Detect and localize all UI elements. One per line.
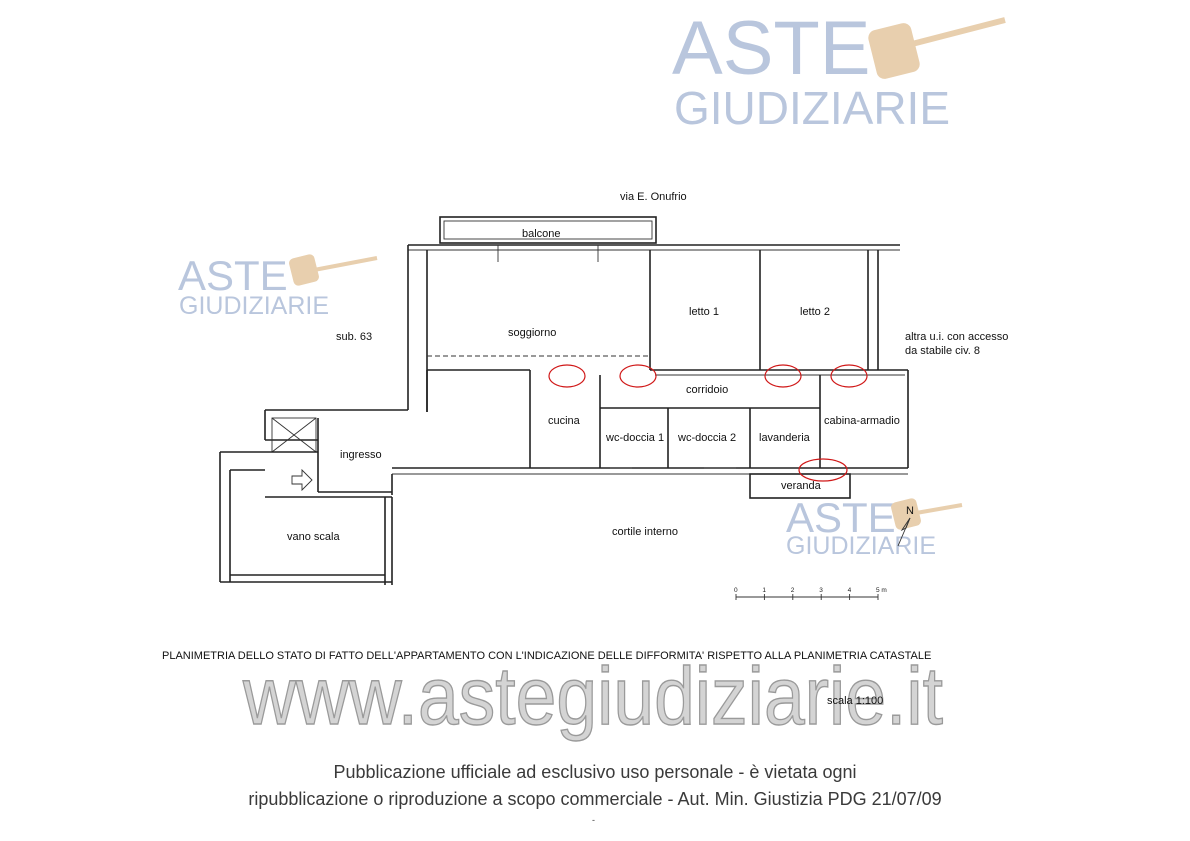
- scale-tick-label: 0: [734, 587, 738, 594]
- footer-line-1: Pubblicazione ufficiale ad esclusivo uso…: [334, 762, 857, 782]
- room-soggiorno: soggiorno: [508, 327, 556, 339]
- room-balcone: balcone: [522, 228, 561, 240]
- difference-markers: [548, 364, 868, 482]
- scale-tick-label: 2: [791, 587, 795, 594]
- plan-caption: PLANIMETRIA DELLO STATO DI FATTO DELL'AP…: [162, 650, 931, 662]
- label-altra-ui-line2: da stabile civ. 8: [905, 345, 980, 357]
- watermark-logo-right: ASTE GIUDIZIARIE: [786, 494, 963, 560]
- watermark-aste-right: ASTE: [786, 494, 896, 541]
- scale-tick-label: 5 m: [876, 587, 887, 594]
- scale-text: scala 1:100: [827, 695, 883, 707]
- room-veranda: veranda: [781, 480, 822, 492]
- watermark-url: www.astegiudiziarie.it: [242, 651, 943, 742]
- scale-tick-label: 4: [848, 587, 852, 594]
- watermark-logo-left: ASTE GIUDIZIARIE: [178, 252, 378, 320]
- difference-marker: [798, 458, 848, 482]
- room-cabina-armadio: cabina-armadio: [824, 415, 900, 427]
- watermark-aste-top: ASTE: [672, 6, 871, 91]
- plan-walls: [219, 216, 909, 585]
- watermark-giudiziarie-right: GIUDIZIARIE: [786, 532, 936, 560]
- north-arrow-icon: N: [897, 505, 914, 547]
- room-letto-1: letto 1: [689, 306, 719, 318]
- room-wc-doccia-2: wc-doccia 2: [677, 432, 736, 444]
- difference-marker: [764, 364, 802, 388]
- room-labels: via E. Onufrio balcone soggiorno letto 1…: [287, 191, 1008, 543]
- room-cucina: cucina: [548, 415, 581, 427]
- room-lavanderia: lavanderia: [759, 432, 811, 444]
- room-wc-doccia-1: wc-doccia 1: [605, 432, 664, 444]
- room-letto-2: letto 2: [800, 306, 830, 318]
- watermark-aste-left: ASTE: [178, 252, 288, 299]
- room-vano-scala: vano scala: [287, 531, 340, 543]
- label-sub-63: sub. 63: [336, 331, 372, 343]
- north-label: N: [906, 505, 914, 517]
- gavel-icon: [289, 254, 378, 286]
- scale-tick-label: 3: [819, 587, 823, 594]
- watermark-logo-top: ASTE GIUDIZIARIE: [672, 6, 1006, 134]
- scale-bar: 0 1 2 3 4 5 m: [734, 587, 887, 600]
- scale-tick-label: 1: [762, 587, 766, 594]
- street-label: via E. Onufrio: [620, 191, 687, 203]
- watermark-giudiziarie-top: GIUDIZIARIE: [674, 82, 950, 134]
- difference-marker: [619, 364, 657, 388]
- footer-mark: -: [592, 815, 595, 825]
- footer-line-2: ripubblicazione o riproduzione a scopo c…: [248, 789, 941, 809]
- difference-marker: [548, 364, 586, 388]
- room-ingresso: ingresso: [340, 449, 382, 461]
- difference-marker: [830, 364, 868, 388]
- watermark-giudiziarie-left: GIUDIZIARIE: [179, 292, 329, 320]
- label-altra-ui-line1: altra u.i. con accesso: [905, 331, 1008, 343]
- room-corridoio: corridoio: [686, 384, 728, 396]
- gavel-icon: [891, 498, 963, 530]
- gavel-icon: [868, 17, 1006, 79]
- room-cortile-interno: cortile interno: [612, 526, 678, 538]
